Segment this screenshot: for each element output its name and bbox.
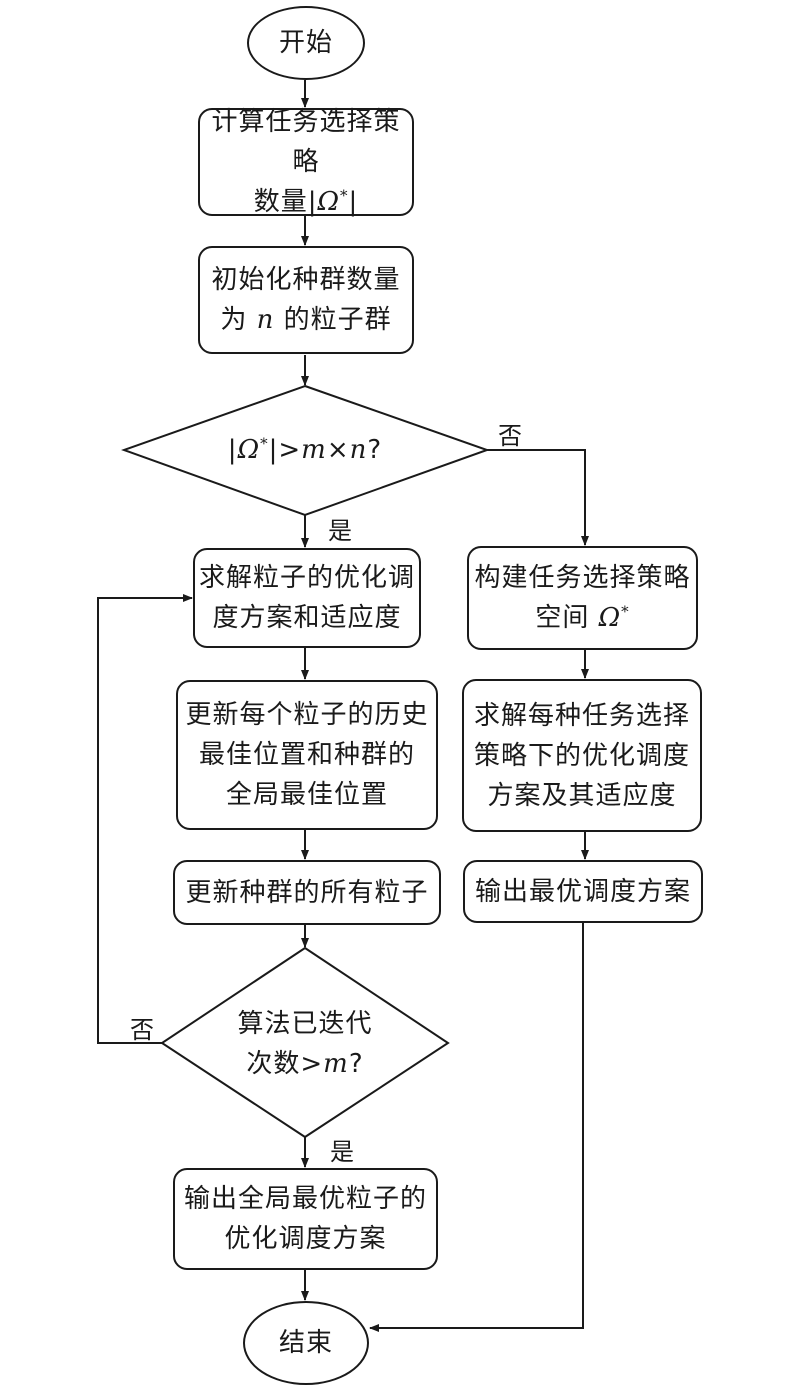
output-optimal-label: 输出最优调度方案 (474, 876, 691, 907)
solve-particle-line1: 求解粒子的优化调 (198, 563, 415, 593)
iter-no-label: 否 (130, 1016, 154, 1044)
update-best-line1: 更新每个粒子的历史 (185, 700, 429, 730)
solve-each-node: 求解每种任务选择 策略下的优化调度 方案及其适应度 (462, 679, 702, 832)
init-swarm-node: 初始化种群数量 为 n 的粒子群 (198, 246, 414, 354)
end-node: 结束 (243, 1301, 369, 1385)
build-space-node: 构建任务选择策略 空间 Ω* (467, 546, 698, 650)
start-node: 开始 (247, 6, 365, 80)
output-global-node: 输出全局最优粒子的 优化调度方案 (173, 1168, 438, 1270)
compute-strategy-line1: 计算任务选择策略 (211, 107, 401, 177)
solve-particle-node: 求解粒子的优化调 度方案和适应度 (193, 548, 421, 648)
end-label: 结束 (278, 1328, 333, 1358)
edge-output-optimal-to-end (369, 923, 584, 1332)
decision-size-shape (121, 384, 490, 517)
solve-each-line1: 求解每种任务选择 (473, 700, 690, 731)
output-global-line1: 输出全局最优粒子的 (183, 1184, 427, 1214)
update-particles-label: 更新种群的所有粒子 (185, 877, 429, 908)
decision-iter-shape (160, 946, 450, 1139)
decision-iter-node: 算法已迭代 次数>m? (200, 1002, 410, 1086)
edge-iter-no-loop (97, 594, 193, 1044)
build-space-line2: 空间 Ω* (535, 602, 630, 633)
build-space-line1: 构建任务选择策略 (474, 563, 691, 593)
init-swarm-line2: 为 n 的粒子群 (220, 305, 392, 335)
solve-each-line3: 方案及其适应度 (487, 780, 677, 811)
start-label: 开始 (278, 28, 333, 58)
decision-iter-line2: 次数>m? (246, 1049, 364, 1079)
compute-strategy-node: 计算任务选择策略 数量|Ω*| (198, 107, 414, 217)
update-best-line2: 最佳位置和种群的 (198, 740, 415, 770)
edge-decision-no (487, 449, 589, 546)
solve-each-line2: 策略下的优化调度 (473, 740, 690, 771)
solve-particle-line2: 度方案和适应度 (212, 603, 402, 633)
compute-strategy-line2: 数量|Ω*| (253, 186, 359, 217)
output-global-line2: 优化调度方案 (224, 1224, 387, 1254)
update-best-line3: 全局最佳位置 (225, 780, 388, 810)
decision-size-label: |Ω*|>m×n? (227, 434, 383, 465)
size-yes-label: 是 (328, 517, 352, 545)
output-optimal-node: 输出最优调度方案 (463, 860, 703, 923)
decision-iter-line1: 算法已迭代 (237, 1009, 373, 1039)
decision-size-node: |Ω*|>m×n? (204, 425, 406, 475)
update-best-node: 更新每个粒子的历史 最佳位置和种群的 全局最佳位置 (176, 680, 438, 830)
update-particles-node: 更新种群的所有粒子 (173, 860, 441, 925)
init-swarm-line1: 初始化种群数量 (211, 265, 401, 295)
iter-yes-label: 是 (330, 1138, 354, 1166)
size-no-label: 否 (498, 422, 522, 450)
